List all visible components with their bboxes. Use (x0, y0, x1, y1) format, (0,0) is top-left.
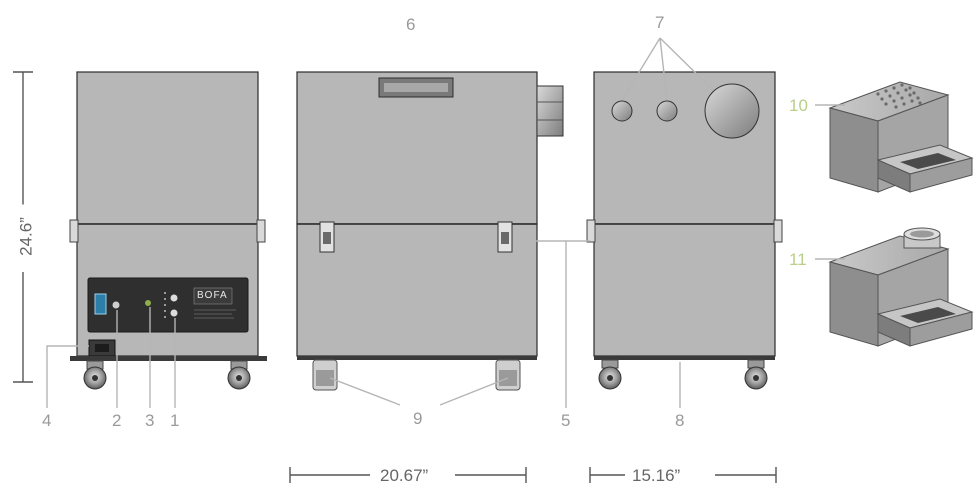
callout-3: 3 (145, 411, 155, 430)
side-caster-left (312, 359, 338, 391)
height-dimension (13, 71, 33, 383)
side-latch-right (497, 221, 513, 253)
callout-11: 11 (789, 250, 807, 269)
brand-badge (193, 287, 233, 305)
callout-6: 6 (406, 15, 416, 34)
level-indicator (164, 292, 166, 318)
depth-dimension (589, 467, 777, 483)
exhaust-outlet (536, 85, 564, 137)
width-dimension-label: 20.67” (376, 467, 433, 484)
side-base (297, 356, 537, 360)
leader-lines (46, 37, 845, 408)
depth-dimension-label: 15.16” (628, 467, 685, 484)
callout-5: 5 (561, 411, 571, 430)
top-option-perforated (828, 81, 974, 193)
front-caster-right (227, 360, 251, 390)
side-lower-body (296, 223, 538, 357)
control-panel (87, 277, 249, 333)
rear-lower-body (593, 223, 776, 357)
switch-knob (112, 301, 120, 309)
control-button-top (170, 294, 178, 302)
inlet-port-small-2 (656, 100, 678, 122)
rear-caster-left (598, 359, 622, 390)
perforation-grid (876, 83, 922, 109)
callout-1: 1 (170, 411, 180, 430)
side-caster-right (495, 359, 521, 391)
front-left-latch (69, 219, 79, 243)
front-caster-left (83, 360, 107, 390)
top-option-spigot (828, 227, 974, 347)
front-right-latch (256, 219, 266, 243)
callout-4: 4 (42, 411, 52, 430)
rear-left-latch (586, 219, 596, 243)
rear-base (594, 356, 775, 360)
control-button-bottom (170, 309, 178, 317)
height-dimension-label: 24.6” (17, 204, 36, 269)
front-view (69, 71, 267, 390)
panel-brand-text: BOFA (197, 290, 228, 301)
rear-right-latch (773, 219, 783, 243)
side-view (296, 71, 564, 391)
callout-8: 8 (675, 411, 685, 430)
rear-caster-right (744, 359, 768, 390)
callout-10: 10 (789, 96, 808, 115)
callout-9: 9 (413, 409, 423, 428)
callout-7: 7 (655, 13, 665, 32)
status-led (145, 300, 151, 306)
front-upper-body (76, 71, 259, 225)
side-latch-left (319, 221, 335, 253)
inlet-port-small-1 (611, 100, 633, 122)
front-base (70, 356, 267, 361)
power-switch (94, 293, 107, 315)
callout-2: 2 (112, 411, 122, 430)
width-dimension (289, 467, 527, 483)
rear-view (586, 71, 783, 390)
inlet-port-large (704, 83, 760, 139)
